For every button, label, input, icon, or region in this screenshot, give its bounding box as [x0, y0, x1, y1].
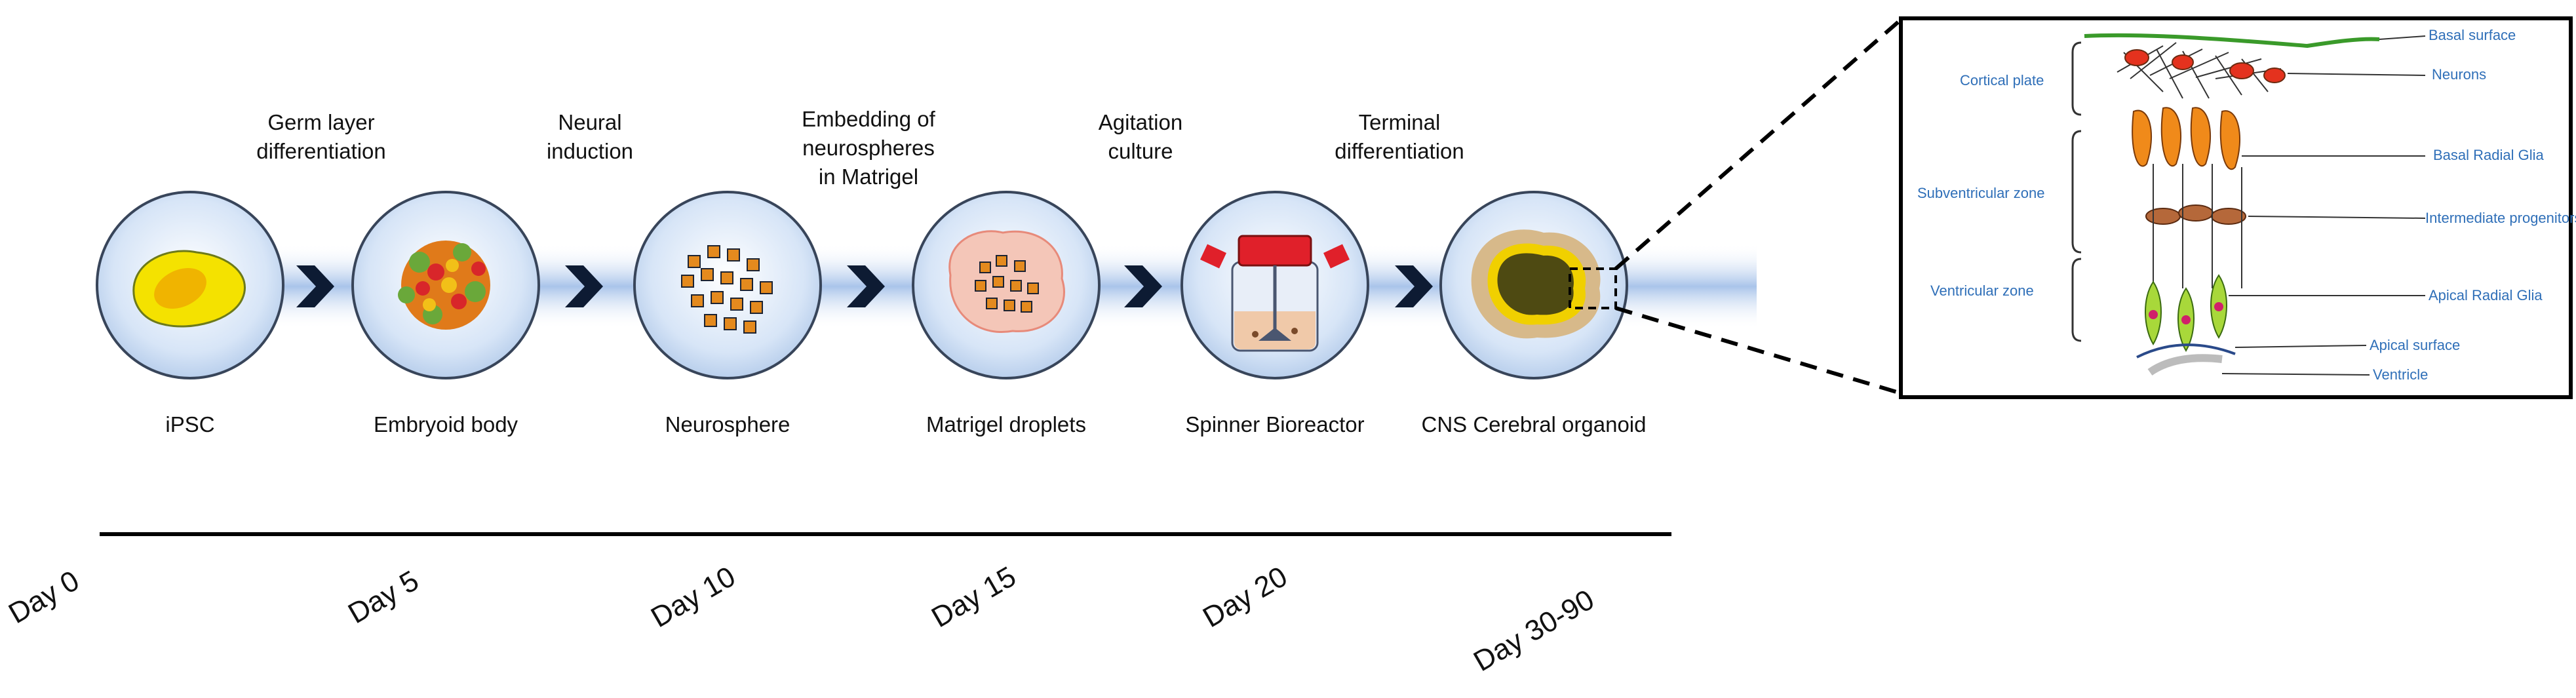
stage-name-embryoid-body: Embryoid body [373, 412, 518, 436]
zoom-line-top [1614, 18, 1902, 271]
stage-name-ipsc: iPSC [165, 412, 215, 436]
layer-label-subventricular-zone: Subventricular zone [1917, 185, 2045, 201]
cortex-inset [1899, 16, 2573, 399]
stage-circle-ipsc [96, 191, 284, 379]
chevron-icon [296, 265, 334, 307]
chevron-icon [847, 265, 885, 307]
stage-name-cns-cerebral-organoid: CNS Cerebral organoid [1421, 412, 1647, 436]
cell-label-basal-radial-glia: Basal Radial Glia [2433, 147, 2544, 163]
cell-label-intermediate-progenitors: Intermediate progenitors [2425, 210, 2576, 226]
layer-label-cortical-plate: Cortical plate [1960, 72, 2044, 88]
stage-name-neurosphere: Neurosphere [665, 412, 790, 436]
cell-label-basal-surface: Basal surface [2429, 27, 2516, 43]
chevron-icon [1124, 265, 1162, 307]
stage-circle-neurosphere [633, 191, 822, 379]
stage-name-matrigel-droplets: Matrigel droplets [926, 412, 1086, 436]
stage-circle-matrigel-droplets [912, 191, 1101, 379]
cell-label-ventricle: Ventricle [2373, 366, 2429, 383]
chevron-icon [1395, 265, 1433, 307]
cell-label-apical-radial-glia: Apical Radial Glia [2429, 287, 2543, 303]
zoom-line-bottom [1615, 306, 1902, 395]
stage-name-spinner-bioreactor: Spinner Bioreactor [1185, 412, 1365, 436]
cell-label-neurons: Neurons [2432, 66, 2487, 83]
stage-circle-cerebral-organoid [1439, 191, 1628, 379]
cell-label-apical-surface: Apical surface [2370, 337, 2461, 353]
stage-circle-spinner-bioreactor [1181, 191, 1369, 379]
stage-circle-embryoid-body [351, 191, 540, 379]
layer-label-ventricular-zone: Ventricular zone [1930, 282, 2034, 299]
chevron-icon [565, 265, 603, 307]
